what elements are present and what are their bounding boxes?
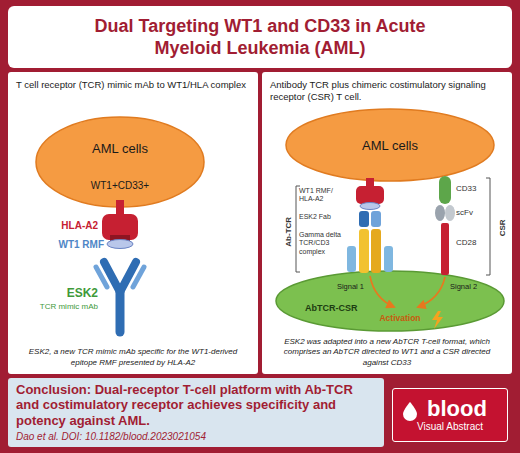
bracket-label: CSR <box>498 208 508 248</box>
signal-label: Signal 2 <box>450 282 486 291</box>
title-text: Dual Targeting WT1 and CD33 in Acute Mye… <box>75 15 445 59</box>
part-label: WT1 RMF/ HLA-A2 <box>299 187 343 204</box>
peptide-label: WT1 RMF <box>30 239 104 251</box>
bracket-label: Ab-TCR <box>284 207 294 257</box>
panel-caption: ESK2 was adapted into a new AbTCR T-cell… <box>270 337 504 369</box>
part-label: ESK2 Fab <box>299 213 343 221</box>
part-label: CD33 <box>456 184 488 194</box>
cell-ellipse: AML cells <box>285 108 495 182</box>
conclusion-text: Conclusion: Dual-receptor T-cell platfor… <box>16 382 376 429</box>
panel-heading: Antibody TCR plus chimeric costimulatory… <box>270 79 504 102</box>
signal-label: Signal 1 <box>320 282 364 291</box>
ellipse-shape <box>276 271 504 331</box>
marker-label: WT1+CD33+ <box>85 180 155 192</box>
ellipse-shape <box>286 109 494 181</box>
panel-caption: ESK2, a new TCR mimic mAb specific for t… <box>16 347 250 368</box>
citation-text: Dao et al. DOI: 10.1182/blood.2023021054 <box>16 430 376 443</box>
activation-label: Activation <box>370 313 430 323</box>
cell-ellipse: AML cells <box>35 116 205 208</box>
antibody-description: TCR mimic mAb <box>22 302 98 312</box>
panel-box: T cell receptor (TCR) mimic mAb to WT1/H… <box>8 72 258 374</box>
part-label: scFv <box>456 208 488 218</box>
part-label: Gamma delta TCR/CD3 complex <box>299 231 343 256</box>
ellipse-shape <box>36 117 204 207</box>
panel-box: Antibody TCR plus chimeric costimulatory… <box>262 72 512 374</box>
logo-subtitle: Visual Abstract <box>417 421 483 433</box>
cell-label: AbTCR-CSR <box>305 303 358 313</box>
cell-label: AML cells <box>362 138 418 153</box>
conclusion-box: Conclusion: Dual-receptor T-cell platfor… <box>8 378 384 447</box>
molecule-label: HLA-A2 <box>30 220 98 232</box>
panel-heading: T cell receptor (TCR) mimic mAb to WT1/H… <box>16 79 250 91</box>
logo-word: blood <box>413 397 487 421</box>
logo-box: bloodVisual Abstract <box>392 388 508 442</box>
part-label: CD28 <box>456 238 488 248</box>
title-panel: Dual Targeting WT1 and CD33 in Acute Mye… <box>8 6 512 68</box>
antibody-label: ESK2 <box>40 286 98 300</box>
cell-label: AML cells <box>92 141 148 156</box>
shape-outline <box>35 116 205 208</box>
